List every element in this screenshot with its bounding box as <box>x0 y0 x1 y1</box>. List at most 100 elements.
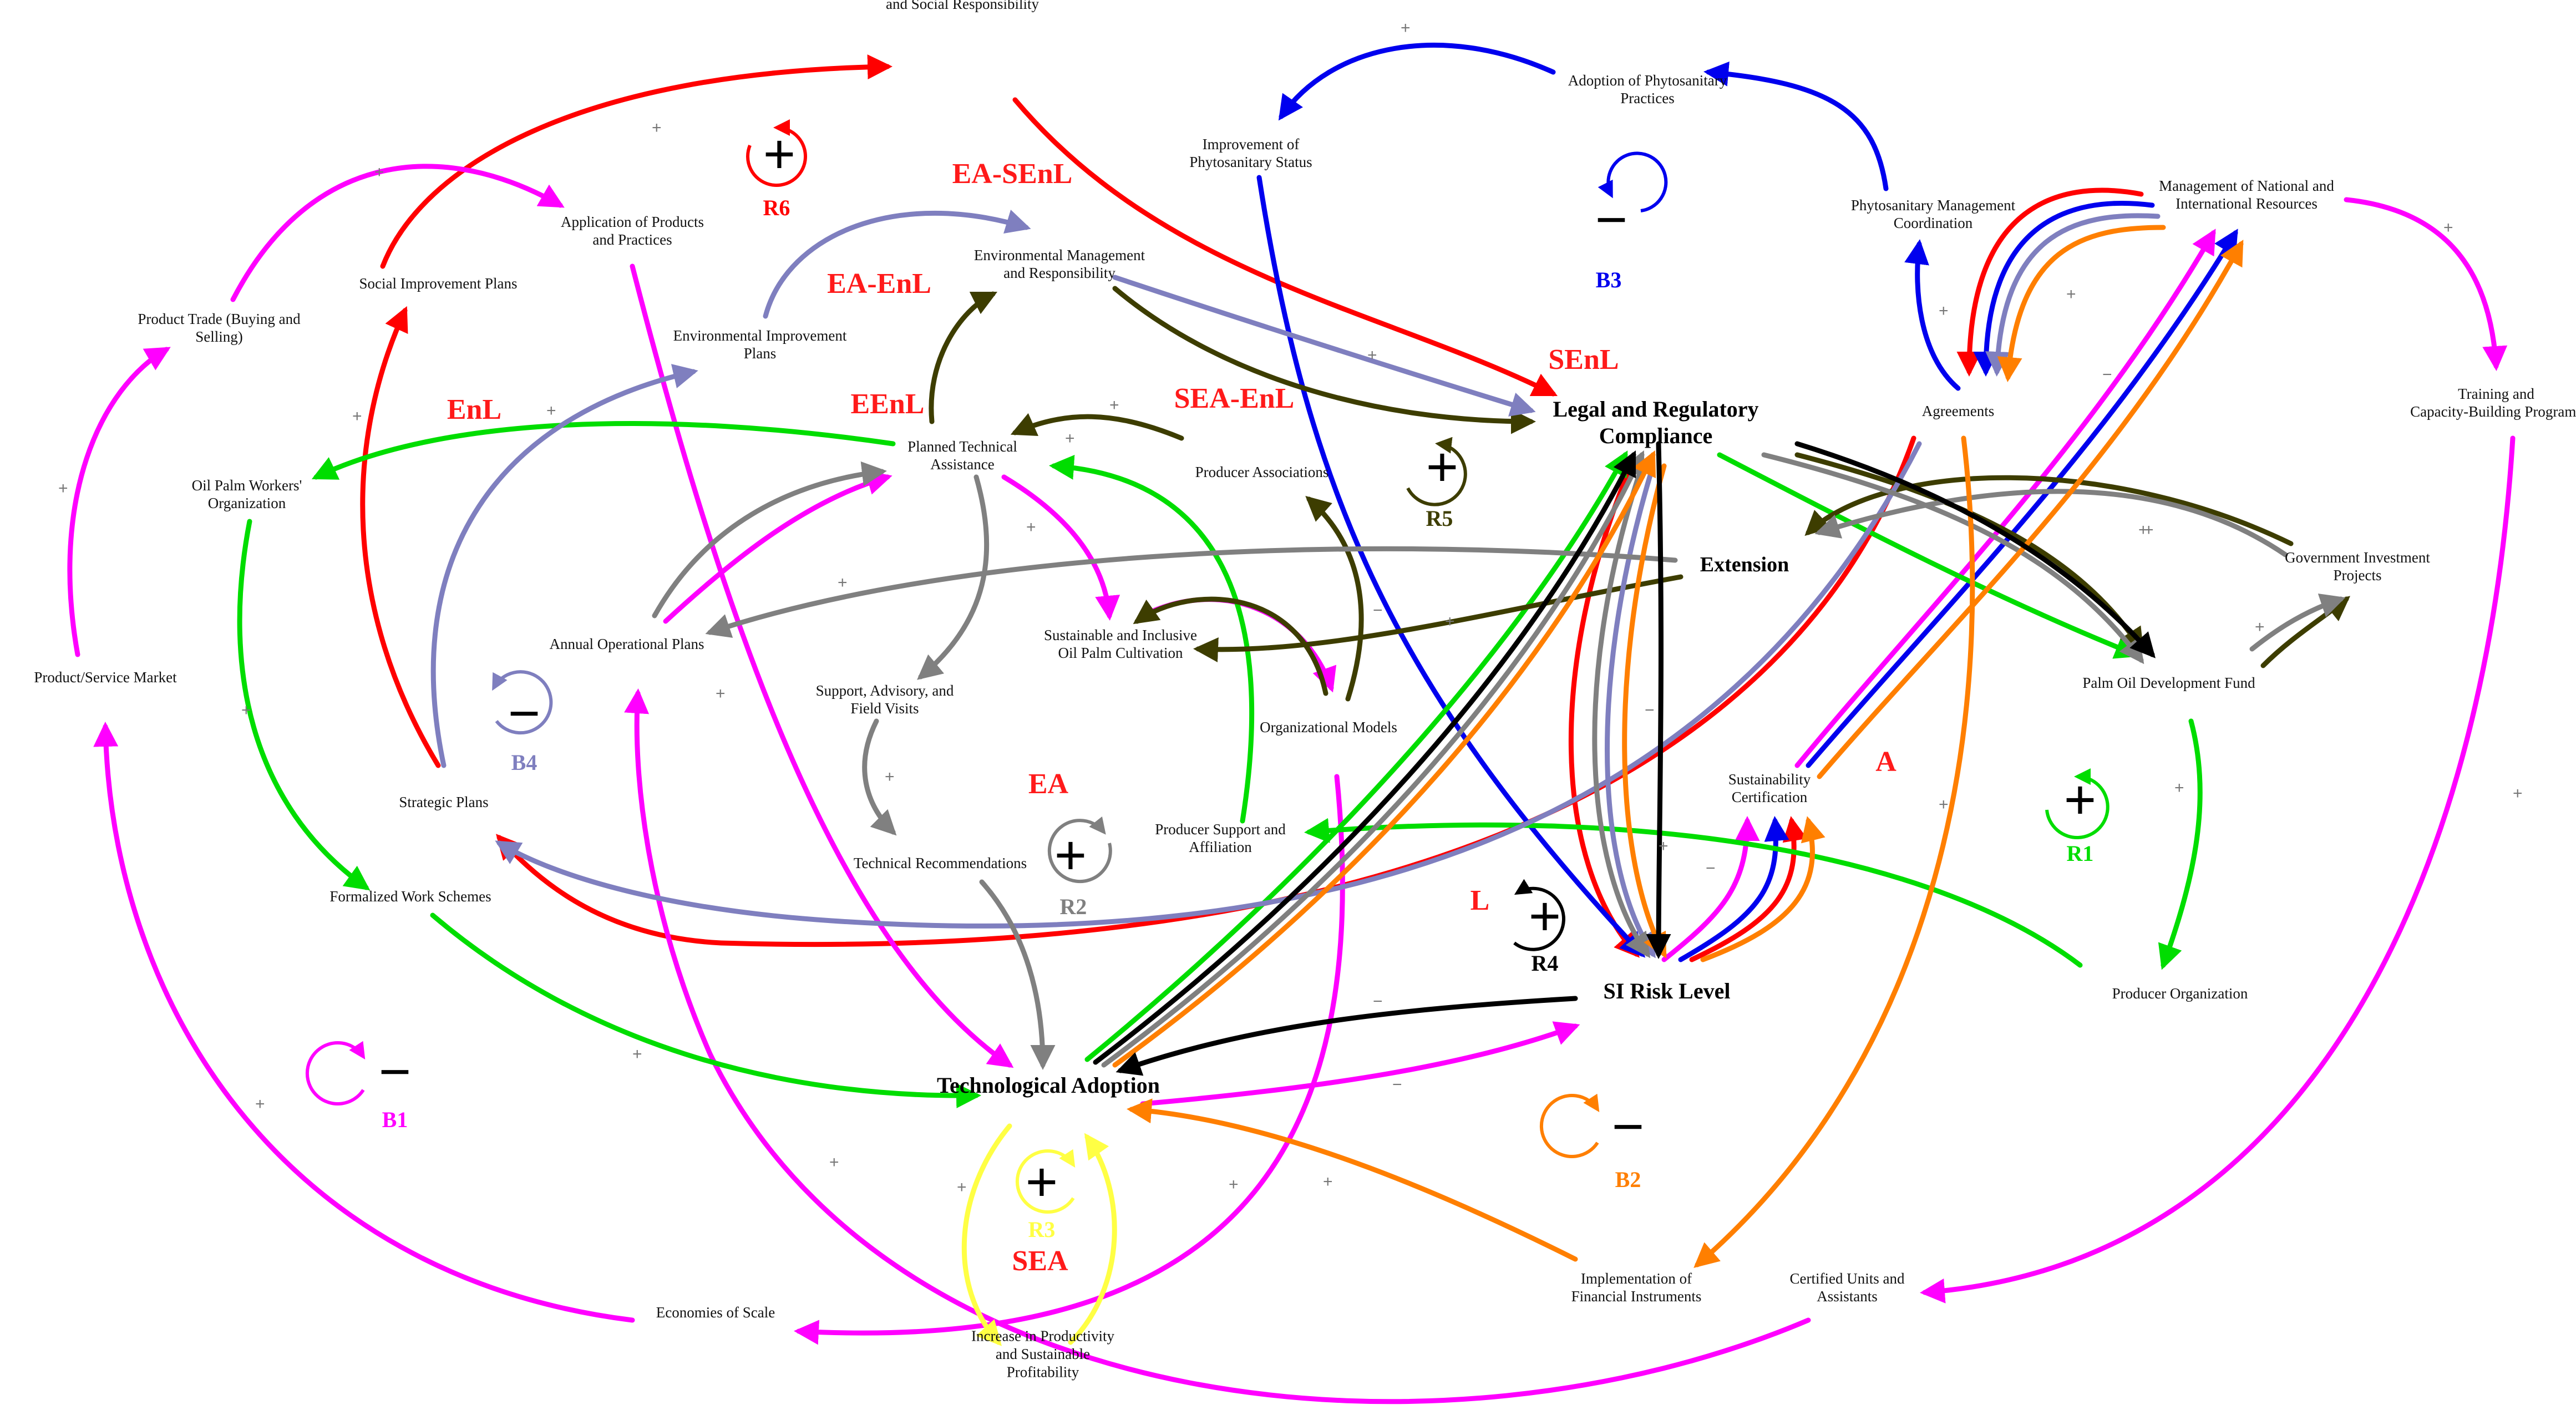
link-si-risk-to-certification-red <box>1689 816 1808 962</box>
loop-arc-r5 <box>1406 437 1467 506</box>
polarity-plus: + <box>1229 1175 1239 1194</box>
loop-label-b2: B2 <box>1615 1167 1641 1192</box>
loop-polarity-b4: − <box>508 682 540 744</box>
link-application-to-tech-adoption <box>630 263 1014 1068</box>
link-trade-to-application <box>230 164 565 302</box>
loop-indicator-b1: − B1 <box>305 1041 411 1132</box>
loop-indicator-r5: + R5 <box>1406 436 1467 531</box>
link-planned-to-env-management <box>929 291 998 424</box>
loop-polarity-r1: + <box>2064 769 2096 831</box>
link-agreements-to-strategic <box>496 435 1916 947</box>
polarity-plus: + <box>1323 1173 1333 1191</box>
loop-arc-b3 <box>1598 151 1668 212</box>
node-palm-oil-fund: Palm Oil Development Fund <box>2082 674 2255 691</box>
polarity-plus: + <box>2174 779 2184 797</box>
link-certified-to-annual <box>624 688 1811 1404</box>
polarity-plus: + <box>1401 19 1411 37</box>
loop-indicator-b3: − B3 <box>1595 151 1668 292</box>
link-env-management-to-legal-lav <box>1112 275 1536 417</box>
link-si-risk-to-certification-orange <box>1700 816 1825 962</box>
link-planned-to-workers <box>311 421 896 480</box>
node-product-service-market: Product/Service Market <box>34 669 177 686</box>
polarity-plus: + <box>255 1095 265 1113</box>
polarity-plus: + <box>632 1045 642 1063</box>
loop-arc-r3 <box>1015 1149 1076 1214</box>
link-formalized-to-tech-adoption <box>430 912 981 1108</box>
node-annual-operational-plans: Annual Operational Plans <box>550 636 704 652</box>
link-tech-adoption-to-legal-black <box>1093 450 1636 1065</box>
loop-label-r2: R2 <box>1060 894 1087 919</box>
link-legal-to-si-risk-black <box>1646 441 1671 959</box>
loop-label-r6: R6 <box>763 195 790 220</box>
node-formalized-work-schemes: Formalized Work Schemes <box>329 888 491 905</box>
dimension-tag-l: L <box>1470 885 1490 916</box>
polarity-plus: + <box>1445 612 1455 631</box>
link-palm-fund-to-government-gray <box>2249 594 2346 652</box>
link-certification-to-management-blue <box>1806 229 2238 768</box>
loop-polarity-r2: + <box>1054 824 1087 886</box>
link-annual-to-planned <box>663 470 893 624</box>
polarity-plus: + <box>1659 837 1669 855</box>
link-management-to-agreements-orange <box>1997 225 2166 382</box>
link-producer-org-to-support <box>1304 818 2083 968</box>
loop-indicator-b4: − B4 <box>492 670 553 775</box>
loop-indicator-r2: + R2 <box>1047 816 1112 919</box>
link-planned-to-sustainable <box>1001 474 1120 621</box>
polarity-plus: + <box>2066 285 2076 303</box>
link-agreements-to-financial <box>1693 435 1975 1268</box>
polarity-minus: − <box>1392 1076 1402 1094</box>
link-legal-to-si-risk-lav <box>1605 463 1656 958</box>
polarity-minus: − <box>1373 992 1383 1011</box>
polarity-plus: + <box>652 119 662 137</box>
link-organizational-to-economies <box>794 774 1345 1345</box>
polarity-plus: + <box>957 1178 967 1196</box>
node-agreements: Agreements <box>1922 403 1994 419</box>
node-strategic-plans: Strategic Plans <box>399 794 488 810</box>
loop-indicator-r4: + R4 <box>1513 879 1565 976</box>
link-organizational-to-sustainable <box>1133 596 1328 696</box>
loop-arc-r1 <box>2045 768 2110 839</box>
link-annual-to-planned-gray <box>652 461 887 618</box>
polarity-plus: + <box>1939 302 1949 320</box>
loop-arc-r4 <box>1513 879 1565 951</box>
loop-polarity-r3: + <box>1026 1151 1058 1213</box>
link-agreements-to-strategic-lav <box>495 441 1922 929</box>
link-associations-to-planned <box>1010 413 1184 441</box>
link-legal-to-si-risk-gray <box>1592 463 1651 958</box>
link-management-to-agreements-lav <box>1985 213 2161 377</box>
polarity-plus: + <box>1109 396 1119 414</box>
loop-arc-b2 <box>1539 1093 1600 1158</box>
dimension-tag-ea: EA <box>1028 768 1069 800</box>
node-economies-of-scale: Economies of Scale <box>656 1304 775 1321</box>
link-adoption-to-improvement <box>1278 42 1556 121</box>
link-env-management-to-legal <box>1112 286 1536 434</box>
polarity-plus: + <box>2144 521 2154 539</box>
polarity-plus: + <box>58 479 68 498</box>
dimension-tag-senl: SEnL <box>1548 344 1619 376</box>
polarity-plus: + <box>838 574 848 592</box>
polarity-plus: + <box>1939 795 1949 814</box>
link-coordination-to-adoption <box>1703 61 1889 191</box>
polarity-plus: + <box>2138 521 2148 539</box>
link-market-to-trade <box>67 347 171 657</box>
polarity-plus: + <box>2255 618 2265 636</box>
node-oil-palm-workers-org: Oil Palm Workers'Organization <box>192 477 302 511</box>
node-producer-organization: Producer Organization <box>2112 985 2248 1002</box>
polarity-minus: − <box>1706 859 1716 878</box>
polarity-plus: + <box>829 1153 839 1172</box>
loop-label-r5: R5 <box>1426 506 1453 531</box>
link-social-to-environmental-social <box>380 54 893 269</box>
loop-indicator-r6: + R6 <box>746 119 807 220</box>
polarity-plus: + <box>546 402 556 420</box>
